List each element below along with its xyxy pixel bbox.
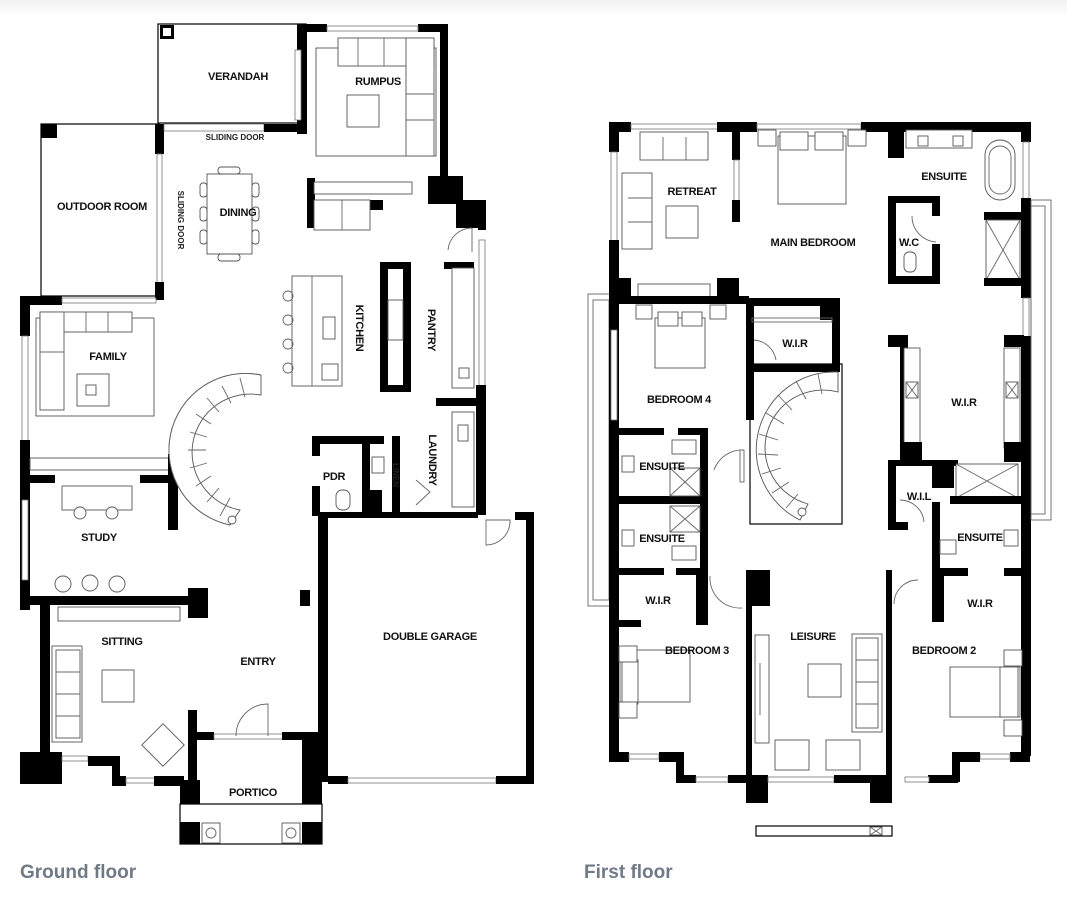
ground-floor-caption: Ground floor [20, 862, 137, 883]
room-label-bedroom-3: BEDROOM 3 [665, 645, 729, 657]
room-label-wil: W.I.L [907, 491, 932, 503]
room-label-bedroom-4: BEDROOM 4 [647, 394, 712, 406]
spiral-staircase-first [755, 371, 839, 521]
room-label-retreat: RETREAT [667, 186, 717, 198]
room-label-rumpus: RUMPUS [355, 76, 401, 88]
room-label-pantry: PANTRY [425, 309, 437, 352]
room-label-ensuite-bedroom-2: ENSUITE [957, 532, 1003, 544]
room-label-kitchen: KITCHEN [353, 305, 365, 352]
room-label-ensuite-main: ENSUITE [921, 171, 967, 183]
room-label-wc: W.C [899, 237, 919, 249]
room-label-laundry: LAUNDRY [426, 434, 438, 486]
ground-floor-plan: VERANDAH RUMPUS SLIDING DOOR SLIDING DOO… [20, 23, 534, 845]
room-label-wir-bedroom-4: W.I.R [782, 338, 808, 350]
room-label-dining: DINING [220, 207, 257, 219]
room-label-double-garage: DOUBLE GARAGE [383, 631, 477, 643]
top-band [0, 0, 1067, 16]
room-label-portico: PORTICO [229, 787, 278, 799]
room-label-linen: LINEN [391, 463, 400, 487]
room-label-wir-main: W.I.R [951, 397, 977, 409]
first-floor-plan: RETREAT MAIN BEDROOM ENSUITE W.C BEDROOM… [587, 122, 1052, 837]
spiral-staircase-ground [168, 372, 262, 526]
room-label-bedroom-2: BEDROOM 2 [912, 645, 976, 657]
room-label-pdr: PDR [323, 471, 346, 483]
room-label-main-bedroom: MAIN BEDROOM [770, 237, 855, 249]
room-label-entry: ENTRY [240, 656, 276, 668]
room-label-wir-bedroom-2: W.I.R [967, 598, 993, 610]
scale-bar [755, 825, 893, 837]
room-label-sitting: SITTING [101, 636, 142, 648]
room-label-sliding-door: SLIDING DOOR [206, 133, 265, 142]
room-label-outdoor-room: OUTDOOR ROOM [57, 201, 147, 213]
room-label-wir-bedroom-3: W.I.R [645, 595, 671, 607]
room-label-ensuite-a: ENSUITE [639, 461, 685, 473]
room-label-study: STUDY [81, 532, 118, 544]
room-label-family: FAMILY [89, 351, 127, 363]
room-label-ensuite-b: ENSUITE [639, 533, 685, 545]
first-floor-caption: First floor [584, 862, 673, 883]
room-label-verandah: VERANDAH [208, 71, 268, 83]
room-label-sliding-door-side: SLIDING DOOR [176, 191, 185, 250]
room-label-leisure: LEISURE [790, 631, 836, 643]
